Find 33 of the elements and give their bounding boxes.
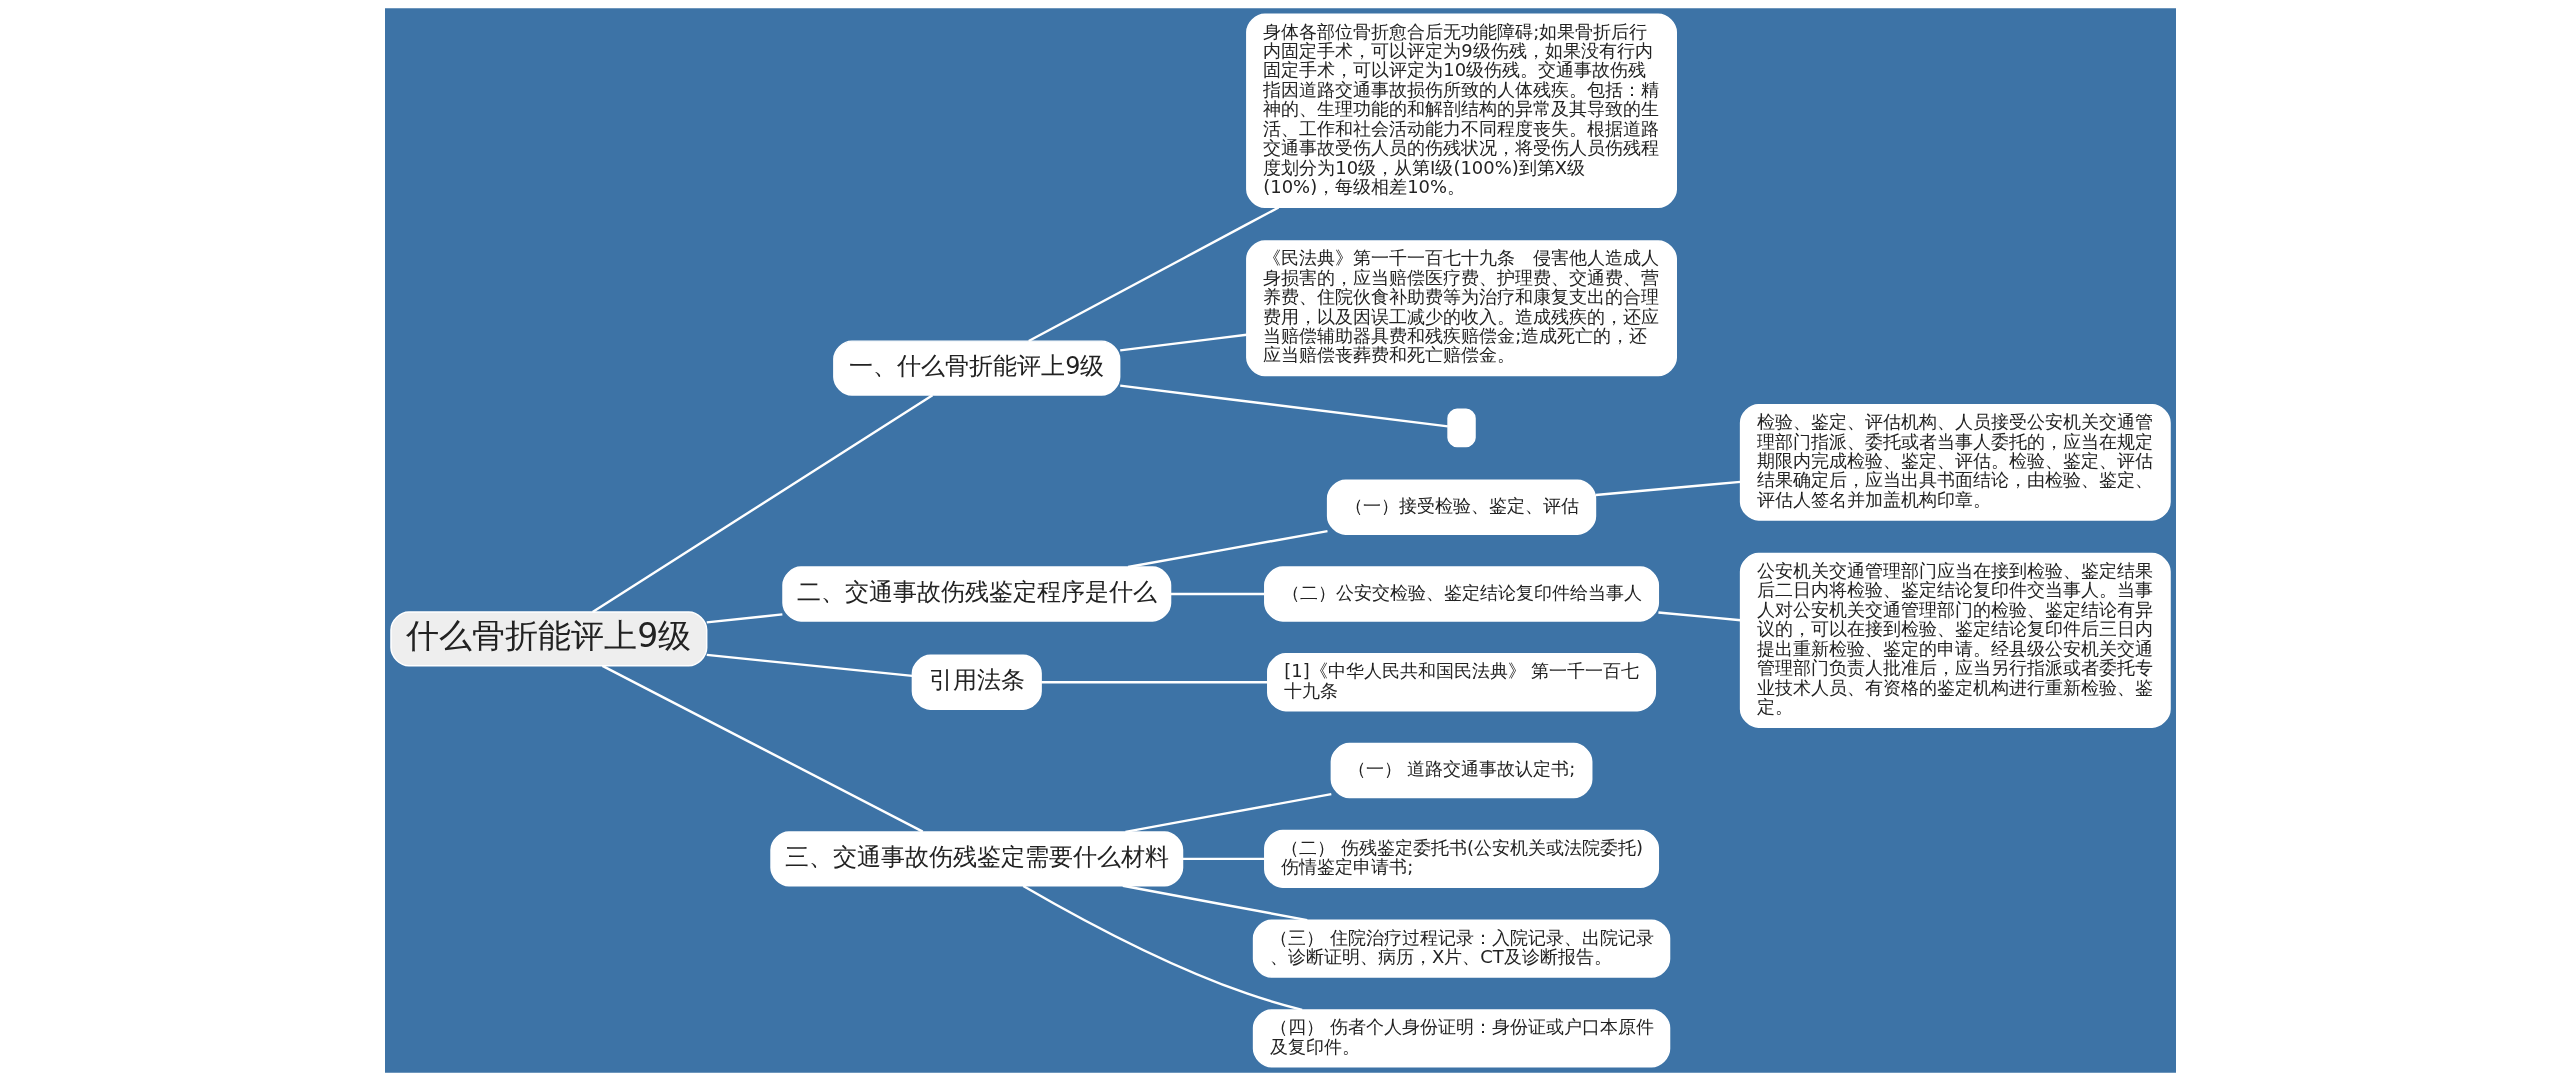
connector: [1022, 884, 1302, 1012]
connector: [1119, 384, 1448, 428]
connector: [1040, 681, 1267, 684]
connector: [591, 394, 933, 613]
node-box: （四） 伤者个人身份证明：身份证或户口本原件及复印件。: [1252, 1009, 1670, 1068]
connector: [706, 653, 912, 678]
node-box: 引用法条: [911, 654, 1042, 710]
node-box: 三、交通事故伤残鉴定需要什么材料: [769, 831, 1183, 887]
connector: [1027, 206, 1279, 343]
connector: [1124, 792, 1332, 834]
node-box: 《民法典》第一千一百七十九条 侵害他人造成人身损害的，应当赔偿医疗费、护理费、交通费、营养费、住院伙食补助费等为治疗和康复支出的合理费用，以及因误工减少的收入。造成残疾的，还应当赔偿辅助器具费和残疾赔偿金;造成死亡的，还应当赔偿丧葬费和死亡赔偿金。: [1245, 240, 1677, 377]
node-box: [1446, 408, 1476, 448]
connector: [1595, 480, 1741, 497]
node-box: 公安机关交通管理部门应当在接到检验、鉴定结果后二日内将检验、鉴定结论复印件交当事人。当事人对公安机关交通管理部门的检验、鉴定结论有异议的，可以在接到检验、鉴定结论复印件后三日内提出重新检验、鉴定的申请。经县级公安机关交通管理部门负责人批准后，应当另行指派或者委托专业技术人员、有资格的鉴定机构进行重新检验、鉴定。: [1739, 552, 2171, 728]
connector: [1127, 529, 1328, 569]
node-box: （一） 道路交通事故认定书;: [1330, 742, 1592, 799]
node-box: 检验、鉴定、评估机构、人员接受公安机关交通管理部门指派、委托或者当事人委托的，应当在规定期限内完成检验、鉴定、评估。检验、鉴定、评估结果确定后，应当出具书面结论，由检验、鉴定、评估人签名并加盖机构印章。: [1739, 403, 2171, 521]
node-box: 一、什么骨折能评上9级: [832, 340, 1120, 396]
connector: [601, 664, 923, 833]
node-box: （一）接受检验、鉴定、评估: [1326, 479, 1596, 535]
node-box: （二）公安交检验、鉴定结论复印件给当事人: [1263, 566, 1659, 622]
node-box: [1]《中华人民共和国民法典》 第一千一百七十九条: [1266, 653, 1656, 712]
connector: [1182, 857, 1265, 861]
node-box: 什么骨折能评上9级: [389, 611, 707, 667]
node-box: 身体各部位骨折愈合后无功能障碍;如果骨折后行内固定手术，可以评定为9级伤残，如果没有行内固定手术，可以评定为10级伤残。交通事故伤残指因道路交通事故损伤所致的人体残疾。包括：精神的、生理功能的和解剖结构的异常及其导致的生活、工作和社会活动能力不同程度丧失。根据道路交通事故受伤人员的伤残状况，将受伤人员伤残程度划分为10级，从第I级(100%)到第X级(10%)，每级相差10%。: [1245, 13, 1677, 208]
connector: [706, 613, 782, 624]
node-box: 二、交通事故伤残鉴定程序是什么: [781, 566, 1171, 622]
connector: [1119, 333, 1247, 352]
node-box: （三） 住院治疗过程记录：入院记录、出院记录、诊断证明、病历，X片、CT及诊断报告。: [1252, 919, 1670, 978]
connector: [1170, 592, 1265, 596]
node-box: （二） 伤残鉴定委托书(公安机关或法院委托)伤情鉴定申请书;: [1263, 829, 1659, 888]
connector: [1657, 611, 1741, 622]
connector: [1122, 884, 1307, 922]
